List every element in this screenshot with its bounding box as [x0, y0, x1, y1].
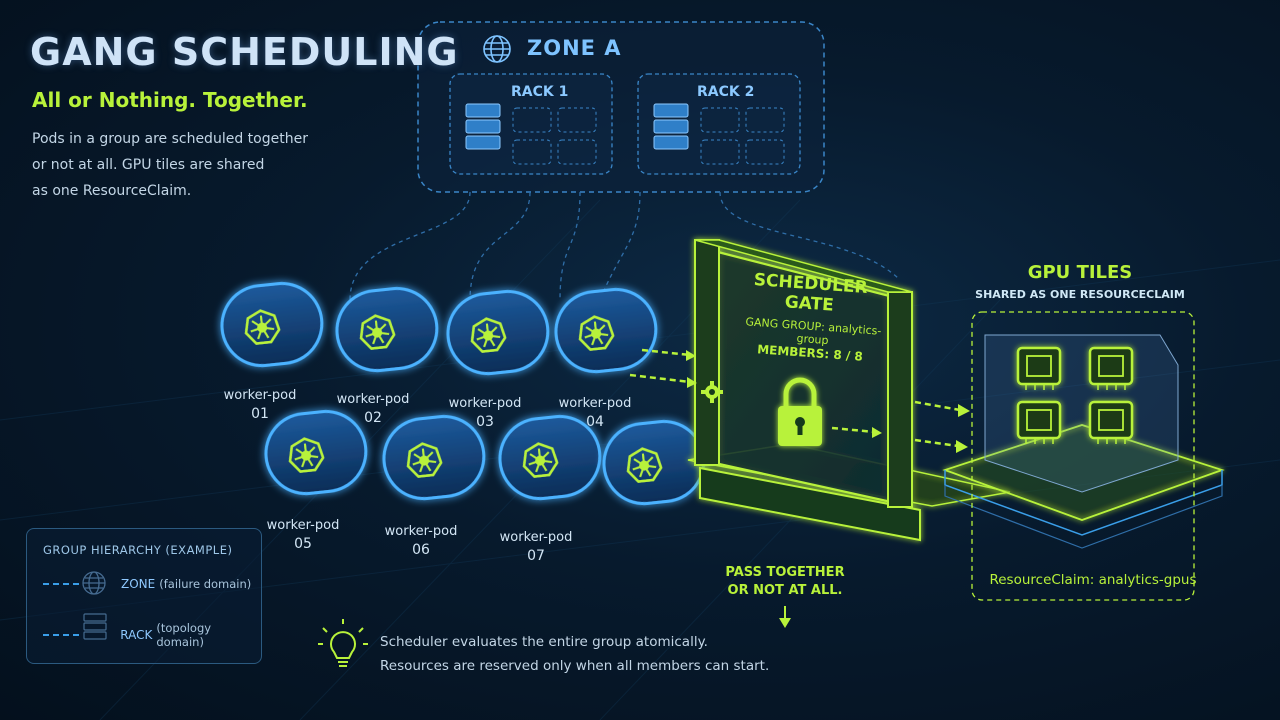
description-line: as one ResourceClaim. [32, 183, 192, 199]
worker-pod [554, 288, 658, 374]
worker-pod [446, 290, 550, 376]
legend-key: ZONE [121, 577, 156, 591]
page-subtitle: All or Nothing. Together. [32, 88, 308, 112]
legend-row-zone: ZONE (failure domain) [43, 577, 251, 591]
pod-label: worker-pod 03 [430, 394, 540, 432]
zone-label: ZONE A [527, 36, 622, 60]
pod-label: worker-pod 04 [540, 394, 650, 432]
arrows-to-gpu [914, 400, 961, 448]
gpu-platform [942, 424, 1225, 549]
kubernetes-wheel-icon [359, 314, 396, 350]
gpu-tiles [1016, 346, 1134, 444]
pod-name: worker-pod [384, 524, 458, 539]
worker-pod [264, 410, 368, 496]
resource-claim-label: ResourceClaim: analytics-gpus [989, 572, 1197, 588]
page-title: GANG SCHEDULING [30, 30, 459, 74]
gpu-subtitle: SHARED AS ONE RESOURCECLAIM [975, 288, 1185, 301]
gpu-chip-icon [1088, 346, 1134, 390]
legend-key: RACK [120, 628, 153, 642]
pod-name: worker-pod [499, 530, 573, 545]
legend-dash [43, 583, 79, 585]
worker-pod [220, 282, 324, 368]
pass-down-arrow [779, 606, 791, 628]
gpu-chip-icon [1088, 400, 1134, 444]
legend: GROUP HIERARCHY (EXAMPLE) ZONE (failure … [26, 528, 262, 664]
legend-detail: (topology domain) [156, 621, 212, 649]
pass-note: PASS TOGETHER OR NOT AT ALL. [700, 564, 870, 600]
scheduler-gate [687, 239, 1011, 542]
pod-label: worker-pod 05 [248, 516, 358, 554]
legend-detail: (failure domain) [159, 577, 252, 591]
pod-number: 04 [586, 414, 604, 430]
pod-number: 01 [251, 406, 269, 422]
rack-2-slots [700, 107, 785, 165]
server-icon [465, 103, 501, 150]
pod-label: worker-pod 01 [205, 386, 315, 424]
arrows-into-gate [629, 348, 876, 434]
pod-name: worker-pod [448, 396, 522, 411]
gpu-glass [984, 334, 1179, 493]
lock-icon [778, 377, 822, 446]
description-line: Pods in a group are scheduled together [32, 131, 308, 147]
page-description: Pods in a group are scheduled together o… [32, 126, 332, 204]
worker-pod [498, 415, 602, 501]
legend-dash [43, 634, 79, 636]
pod-number: 06 [412, 542, 430, 558]
pod-name: worker-pod [336, 392, 410, 407]
arrowheads [686, 350, 882, 438]
gear-icon [701, 381, 723, 403]
pod-label: worker-pod 07 [481, 528, 591, 566]
rack-2-label: RACK 2 [697, 84, 755, 100]
description-line: or not at all. GPU tiles are shared [32, 157, 265, 173]
legend-title: GROUP HIERARCHY (EXAMPLE) [43, 543, 233, 557]
pass-line: PASS TOGETHER [725, 565, 845, 580]
pod-number: 03 [476, 414, 494, 430]
kubernetes-wheel-icon [578, 315, 615, 351]
kubernetes-wheel-icon [470, 317, 507, 353]
scheduler-note: Scheduler evaluates the entire group ato… [380, 630, 769, 678]
pod-name: worker-pod [223, 388, 297, 403]
kubernetes-wheel-icon [244, 309, 281, 345]
pod-name: worker-pod [266, 518, 340, 533]
kubernetes-wheel-icon [522, 442, 559, 478]
worker-pod [602, 420, 706, 506]
note-line: Resources are reserved only when all mem… [380, 658, 770, 674]
pod-number: 05 [294, 536, 312, 552]
pass-line: OR NOT AT ALL. [727, 583, 843, 598]
rack-1-label: RACK 1 [511, 84, 569, 100]
gpu-chip-icon [1016, 346, 1062, 390]
pod-name: worker-pod [558, 396, 632, 411]
gpu-title: GPU TILES [1027, 262, 1133, 283]
globe-icon [483, 35, 511, 63]
worker-pod [335, 287, 439, 373]
gpu-claim-box [971, 311, 1195, 601]
legend-row-rack: RACK (topology domain) [43, 621, 261, 649]
pod-number: 07 [527, 548, 545, 564]
pod-label: worker-pod 02 [318, 390, 428, 428]
pod-number: 02 [364, 410, 382, 426]
pods-layer [220, 282, 706, 506]
worker-pod [382, 415, 486, 501]
kubernetes-wheel-icon [626, 447, 663, 483]
pod-label: worker-pod 06 [366, 522, 476, 560]
note-line: Scheduler evaluates the entire group ato… [380, 634, 708, 650]
kubernetes-wheel-icon [406, 442, 443, 478]
lightbulb-icon [318, 619, 368, 667]
server-icon [653, 103, 689, 150]
gpu-chip-icon [1016, 400, 1062, 444]
kubernetes-wheel-icon [288, 437, 325, 473]
zone-connectors [349, 191, 901, 301]
rack-1-slots [512, 107, 597, 165]
